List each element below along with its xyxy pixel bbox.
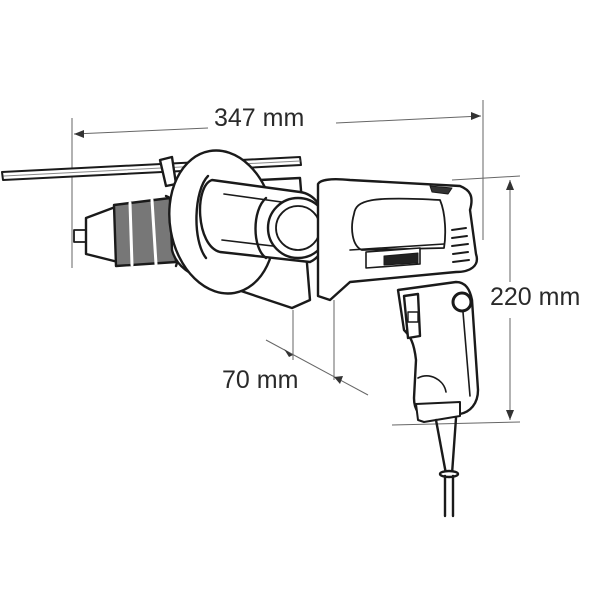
length-dimension-label: 347 mm (210, 106, 309, 131)
dimension-arrows (74, 112, 514, 420)
width-dimension-label: 70 mm (222, 366, 299, 394)
motor-housing (316, 178, 479, 302)
trigger (402, 292, 422, 340)
side-handle (198, 178, 330, 264)
height-dimension-label: 220 mm (488, 283, 583, 311)
power-cord (434, 416, 460, 518)
drill-body (1, 149, 480, 518)
lock-button (451, 291, 473, 313)
vent-slots (451, 227, 470, 263)
keyless-chuck (73, 194, 183, 268)
brand-plate (365, 247, 421, 269)
